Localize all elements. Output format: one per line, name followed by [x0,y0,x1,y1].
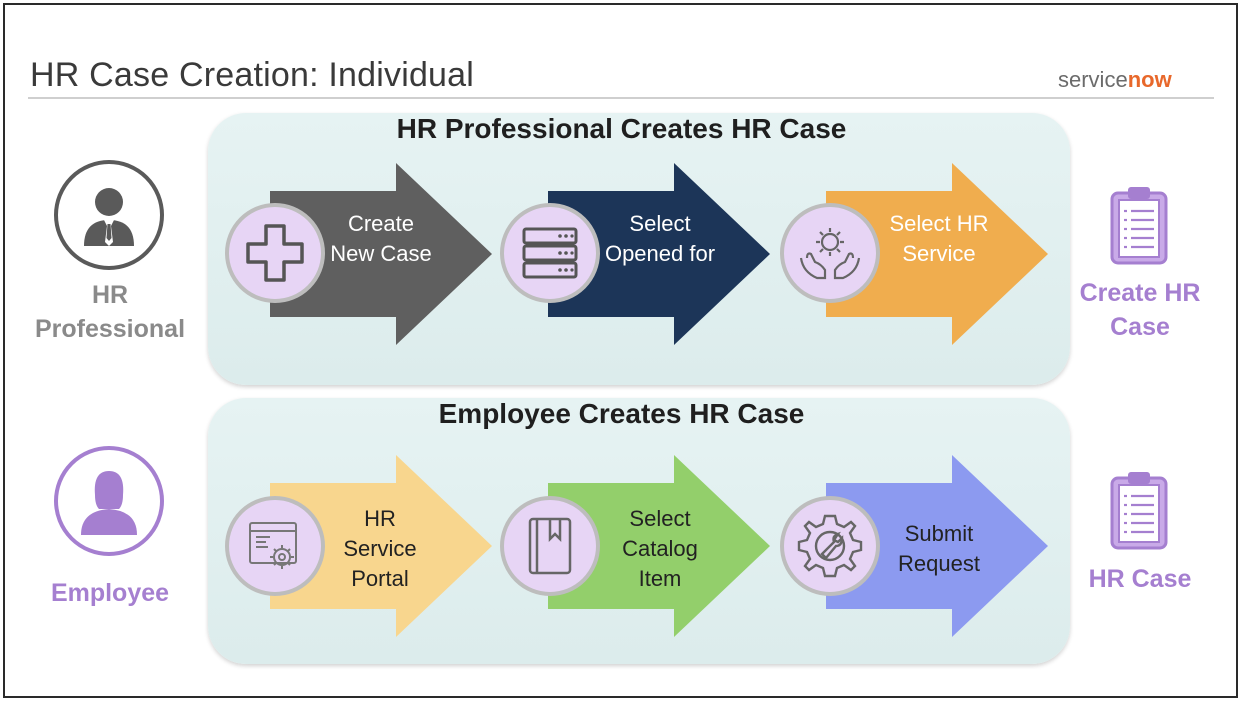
brand-logo: servicenow [1058,67,1172,93]
step-hr-service-portal-badge [225,496,325,596]
step-select-hr-service-arrow [826,163,1048,345]
brand-prefix: service [1058,67,1128,92]
slide-title: HR Case Creation: Individual [30,56,475,94]
step-select-catalog-item-badge [500,496,600,596]
step-create-new-case-label: Create New Case [330,211,432,266]
hands-gear-icon [799,228,861,280]
create-hr-case-label: Create HR Case [1079,279,1201,341]
clipboard-icon [1110,472,1168,550]
step-submit-request-arrow [826,455,1048,637]
employee-label: Employee [50,579,170,607]
step-select-catalog-item-arrow [548,455,770,637]
hr-professional-avatar [54,160,164,270]
step-create-new-case-badge [225,203,325,303]
create-hr-case-outcome [1108,185,1170,270]
book-icon [528,517,572,575]
step-hr-service-portal-label: HR Service Portal [343,506,417,591]
step-select-opened-for-label: Select Opened for [604,211,716,266]
business-person-icon [84,188,134,246]
title-divider [28,97,1214,99]
server-list-icon [522,227,578,279]
step-select-opened-for-arrow [548,163,770,345]
gear-wrench-icon [797,514,863,578]
portal-gear-icon [249,522,297,569]
brand-suffix: now [1127,67,1172,92]
step-submit-request-badge [780,496,880,596]
step-create-new-case-arrow [270,163,492,345]
step-select-catalog-item-label: Select Catalog Item [622,506,698,591]
employee-panel-title: Employee Creates HR Case [438,398,805,429]
step-select-hr-service-badge [780,203,880,303]
hr-case-label: HR Case [1088,565,1192,593]
clipboard-icon [1110,187,1168,265]
step-submit-request-label: Submit Request [898,521,980,576]
hr-case-outcome [1108,470,1170,555]
hr-professional-label: HR Professional [34,281,186,343]
woman-icon [81,471,137,535]
step-select-hr-service-label: Select HR Service [889,211,989,266]
step-select-opened-for-badge [500,203,600,303]
hr-professional-panel-title: HR Professional Creates HR Case [396,113,847,144]
employee-avatar [54,446,164,556]
step-hr-service-portal-arrow [270,455,492,637]
plus-icon [246,224,304,282]
